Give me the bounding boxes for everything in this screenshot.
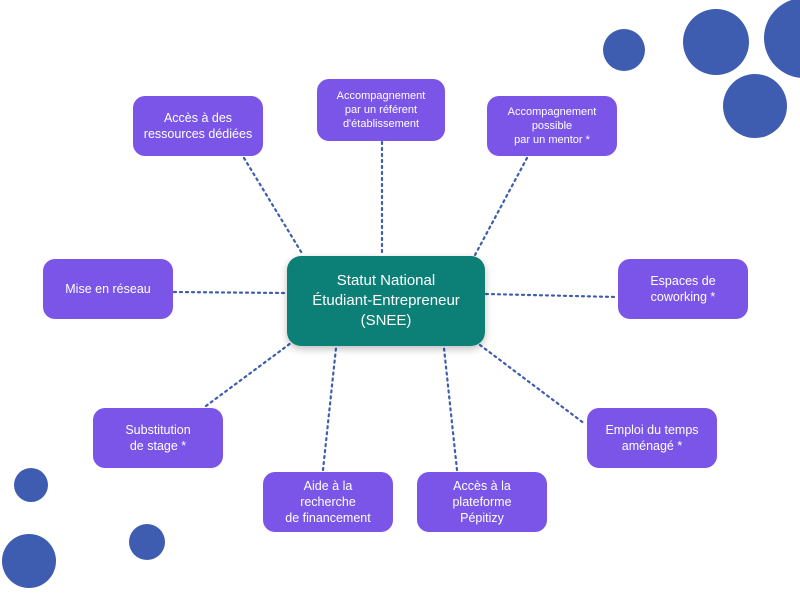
connector-coworking [484,292,618,299]
center-node-snee: Statut National Étudiant-Entrepreneur (S… [287,256,485,346]
node-label: Accès à des ressources dédiées [143,110,253,141]
decor-circle [683,9,749,75]
node-label: Emploi du temps aménagé * [605,422,699,453]
node-aide-financement: Aide à la recherche de financement [263,472,393,532]
decor-circle [603,29,645,71]
node-ressources-dediees: Accès à des ressources dédiées [133,96,263,156]
node-coworking: Espaces de coworking * [618,259,748,319]
decor-circle [2,534,56,588]
connector-mentor [473,156,529,257]
decor-circle [14,468,48,502]
node-plateforme-pepitizy: Accès à la plateforme Pépitizy [417,472,547,532]
connector-finance [321,346,338,472]
node-referent-etablissement: Accompagnement par un référent d'établis… [317,79,445,141]
connector-ressources [242,156,305,257]
node-label: Accompagnement possible par un mentor * [507,105,597,147]
connector-stage [204,338,297,408]
node-mise-en-reseau: Mise en réseau [43,259,173,319]
node-label: Aide à la recherche de financement [285,478,371,526]
node-label: Espaces de coworking * [650,273,716,304]
node-mentor: Accompagnement possible par un mentor * [487,96,617,156]
node-label: Accès à la plateforme Pépitizy [452,478,512,526]
connector-pepitizy [442,346,459,472]
connector-reseau [172,290,288,295]
node-label: Accompagnement par un référent d'établis… [336,89,426,131]
decor-circle [129,524,165,560]
connector-emploi [478,343,587,426]
node-emploi-du-temps: Emploi du temps aménagé * [587,408,717,468]
node-label: Mise en réseau [65,281,151,296]
center-node-label: Statut National Étudiant-Entrepreneur (S… [312,271,460,330]
decor-circle [723,74,787,138]
node-substitution-stage: Substitution de stage * [93,408,223,468]
node-label: Substitution de stage * [125,422,191,453]
decor-circle [764,0,800,78]
